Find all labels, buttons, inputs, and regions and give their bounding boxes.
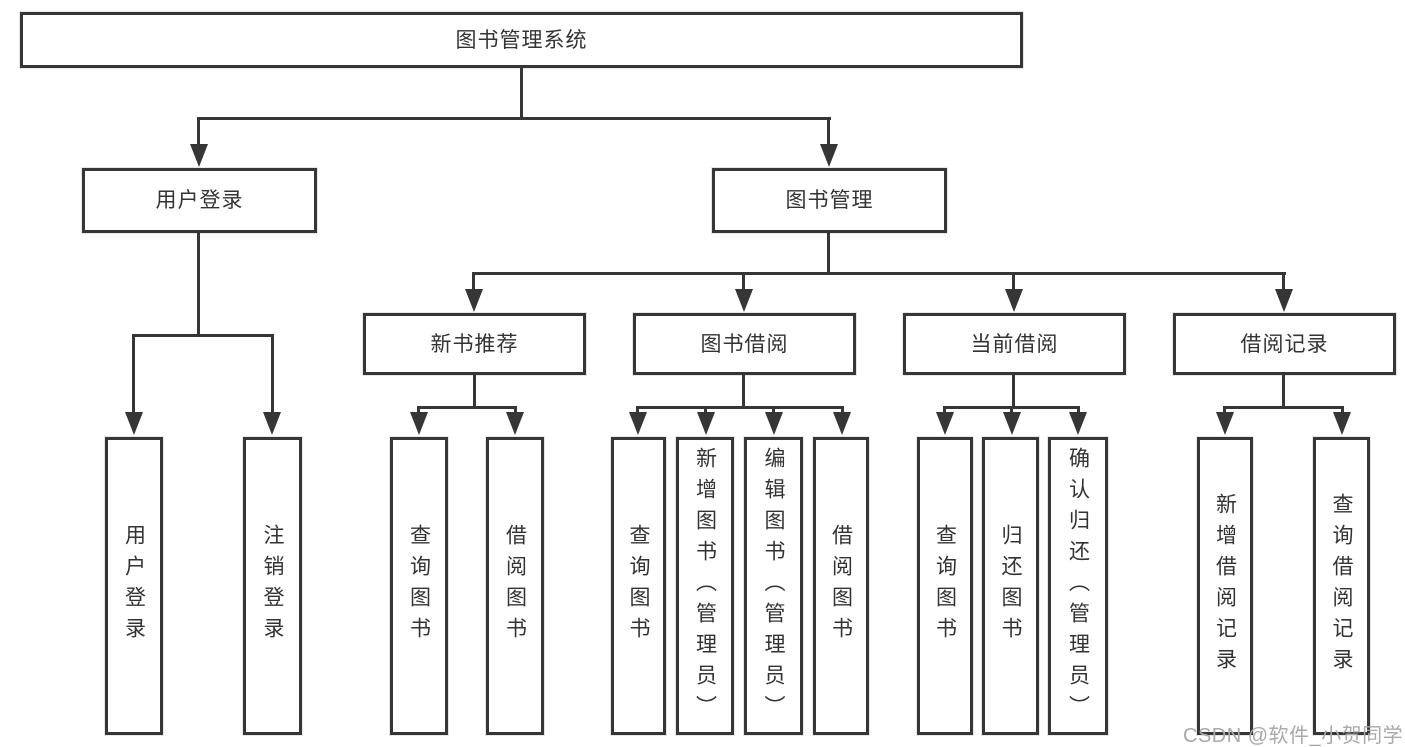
leaf-label: 编辑图书（管理员） [762,446,785,726]
node-leaf-bb-borrow-book: 借阅图书 [813,437,869,735]
leaf-label: 确认归还（管理员） [1066,446,1090,726]
arrow-down-icon [506,412,524,435]
arrow-down-icon [833,412,851,435]
arrow-down-icon [1069,412,1087,435]
node-root: 图书管理系统 [20,12,1023,68]
arrow-down-icon [936,412,954,435]
arrow-down-icon [1333,412,1351,435]
connector [742,375,745,409]
node-book-management-label: 图书管理 [785,189,874,212]
node-leaf-logout: 注销登录 [243,437,302,735]
node-new-book-recommend-label: 新书推荐 [430,332,519,356]
arrow-down-icon [465,289,483,312]
node-book-management: 图书管理 [712,168,947,233]
arrow-down-icon [190,144,208,167]
node-current-borrow-label: 当前借阅 [970,332,1059,356]
connector [520,68,523,120]
arrow-down-icon [1003,412,1021,435]
connector [132,334,274,337]
connector [827,117,830,153]
leaf-label: 查询图书 [627,524,650,648]
leaf-label: 借阅图书 [829,524,853,648]
node-current-borrow: 当前借阅 [903,313,1126,375]
leaf-label: 新增图书（管理员） [693,446,717,726]
arrow-down-icon [125,412,143,435]
arrow-down-icon [820,144,838,167]
node-leaf-nb-query-book: 查询图书 [390,437,448,735]
arrow-down-icon [1005,289,1023,312]
leaf-label: 注销登录 [261,524,284,648]
watermark: CSDN @软件_小贺同学 [1183,725,1404,747]
node-user-login-module: 用户登录 [82,168,317,233]
arrow-down-icon [629,412,647,435]
arrow-down-icon [697,412,715,435]
node-borrow-record: 借阅记录 [1173,313,1396,375]
leaf-label: 查询图书 [933,524,957,648]
connector [473,375,476,409]
connector [1282,272,1285,292]
arrow-down-icon [410,412,428,435]
leaf-label: 查询图书 [407,524,431,648]
connector [271,334,274,420]
arrow-down-icon [735,289,753,312]
arrow-down-icon [1275,289,1293,312]
leaf-label: 查询借阅记录 [1330,493,1353,679]
node-book-borrow: 图书借阅 [633,313,856,375]
leaf-label: 新增借阅记录 [1213,493,1237,679]
leaf-label: 用户登录 [122,524,146,648]
node-leaf-br-add-record: 新增借阅记录 [1197,437,1253,735]
node-book-borrow-label: 图书借阅 [700,332,789,356]
connector [827,233,830,275]
arrow-down-icon [263,412,281,435]
connector [1223,406,1344,409]
node-root-label: 图书管理系统 [455,28,588,52]
node-borrow-record-label: 借阅记录 [1240,332,1329,356]
leaf-label: 借阅图书 [503,524,527,648]
node-user-login-module-label: 用户登录 [155,189,244,212]
node-leaf-cb-return-book: 归还图书 [982,437,1039,735]
node-leaf-br-query-record: 查询借阅记录 [1313,437,1370,735]
connector [417,406,517,409]
node-leaf-cb-query-book: 查询图书 [917,437,973,735]
arrow-down-icon [765,412,783,435]
node-leaf-user-login: 用户登录 [105,437,163,735]
node-leaf-bb-add-book: 新增图书（管理员） [676,437,734,735]
connector [197,233,200,337]
arrow-down-icon [1216,412,1234,435]
node-leaf-bb-edit-book: 编辑图书（管理员） [744,437,803,735]
connector [197,117,200,153]
connector [742,272,745,292]
connector [472,272,1286,275]
node-new-book-recommend: 新书推荐 [363,313,586,375]
node-leaf-cb-confirm-return: 确认归还（管理员） [1048,437,1108,735]
node-leaf-bb-query-book: 查询图书 [611,437,666,735]
connector [132,334,135,420]
connector [636,406,844,409]
connector [1282,375,1285,409]
connector [197,117,831,120]
connector [1012,375,1015,409]
leaf-label: 归还图书 [999,524,1022,648]
connector [472,272,475,292]
node-leaf-nb-borrow-book: 借阅图书 [486,437,544,735]
connector [1012,272,1015,292]
